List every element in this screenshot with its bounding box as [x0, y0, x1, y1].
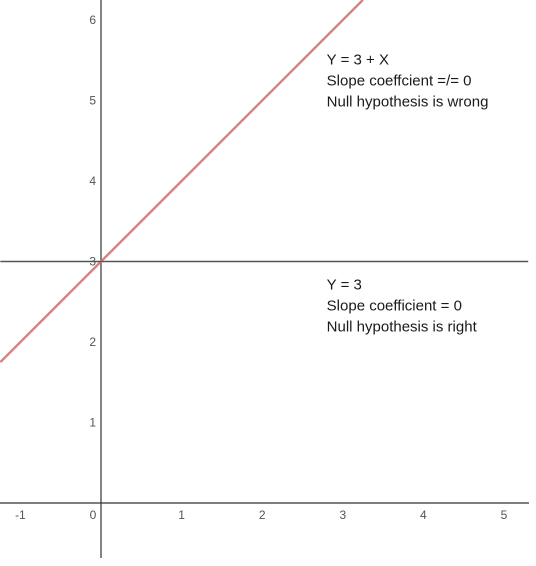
annotation-text: Y = 3 + X: [327, 51, 389, 68]
x-tick-label: -1: [15, 508, 26, 522]
annotation-text: Null hypothesis is right: [327, 319, 478, 336]
y-tick-label: 6: [89, 13, 96, 27]
annotation-text: Slope coeffcient =/= 0: [327, 72, 472, 89]
x-tick-label: 1: [178, 508, 185, 522]
x-tick-label: 5: [501, 508, 508, 522]
series-line-sloped: [0, 0, 364, 363]
x-tick-label: 4: [420, 508, 427, 522]
annotation-text: Y = 3: [327, 277, 362, 294]
x-tick-label: 3: [339, 508, 346, 522]
x-tick-label: 0: [90, 508, 97, 522]
annotation-text: Slope coefficient = 0: [327, 298, 462, 315]
y-tick-label: 2: [89, 335, 96, 349]
y-tick-label: 5: [89, 94, 96, 108]
x-tick-label: 2: [259, 508, 266, 522]
annotation-text: Null hypothesis is wrong: [327, 93, 489, 110]
y-tick-label: 4: [89, 174, 96, 188]
y-tick-label: 1: [89, 416, 96, 430]
